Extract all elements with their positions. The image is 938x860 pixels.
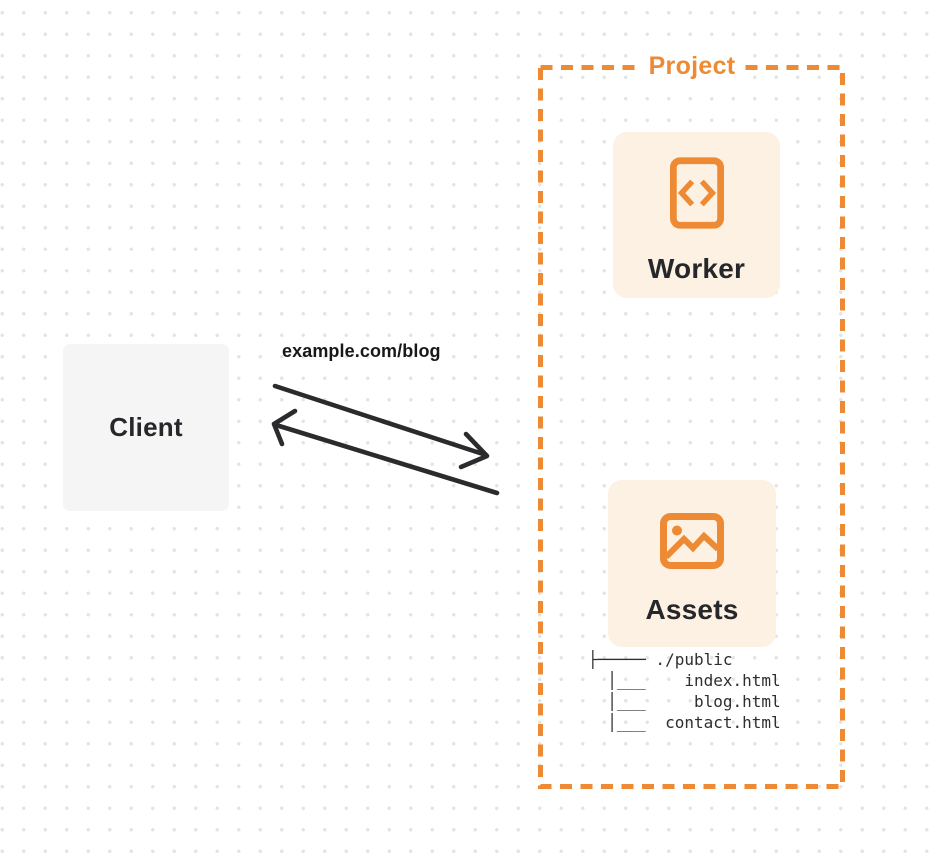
response-arrow-shaft (273, 422, 500, 496)
worker-node: Worker (613, 132, 780, 298)
project-label: Project (639, 49, 745, 83)
code-file-outline (669, 157, 724, 229)
assets-node: Assets (608, 480, 776, 647)
image-sun-dot (672, 525, 682, 536)
assets-label: Assets (645, 594, 739, 625)
image-icon (660, 513, 724, 569)
request-arrow (272, 383, 490, 470)
request-arrowhead-icon (458, 431, 490, 470)
image-frame (660, 513, 724, 569)
client-node: Client (63, 344, 229, 511)
image-mountains (663, 531, 721, 560)
request-url-label: example.com/blog (282, 341, 441, 361)
response-arrow (271, 408, 500, 496)
assets-file-tree: ├───── ./public │___ index.html │___ blo… (588, 650, 781, 732)
chevron-left-glyph (677, 179, 694, 207)
response-arrowhead-icon (271, 408, 298, 447)
chevron-right-glyph (699, 179, 716, 207)
worker-label: Worker (647, 253, 746, 284)
code-file-icon (669, 157, 724, 229)
request-arrow-shaft (272, 383, 489, 458)
client-label: Client (109, 412, 183, 442)
